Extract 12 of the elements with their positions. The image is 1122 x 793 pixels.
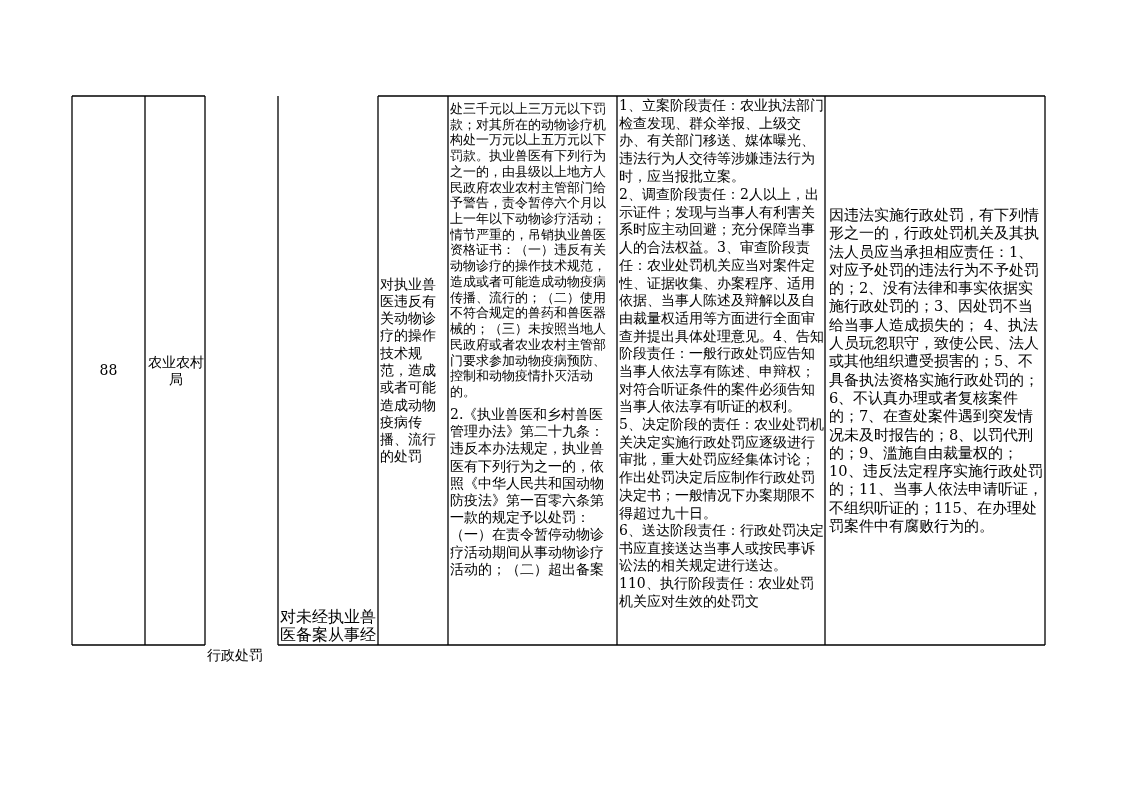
table-cell-text: 88 xyxy=(98,362,119,379)
table-cell-text: 处三千元以上三万元以下罚款；对其所在的动物诊疗机构处一万元以上五万元以下罚款。执业兽医有下列行为之一的，由县级以上地方人民政府农业农村主管部门给予警告，责令暂停六个月以上一年以下动物诊疗活动；情节严重的，吊销执业兽医资格证书：（一）违反有关动物诊疗的操作技术规范，造成或者可能造成动物疫病传播、流行的；（二）使用不符合规定的兽药和兽医器械的；（三）未按照当地人民政府或者农业农村主管部门要求参加动物疫病预防、控制和动物疫情扑灭活动的。 xyxy=(450,101,607,400)
table-cell-text: 6、送达阶段责任：行政处罚决定书应直接送达当事人或按民事诉讼法的相关规定进行送达。 110、执行阶段责任：农业处罚机关应对生效的处罚文 xyxy=(619,522,824,611)
table-cell-text: 农业农村局 xyxy=(146,353,205,388)
table-cell-text: 行政处罚 xyxy=(207,647,264,664)
table-cell-text: 2、调查阶段责任：2人以上，出示证件；发现与当事人有利害关系时应主动回避；充分保障当事人的合法权益。3、审查阶段责任：农业处罚机关应当对案件定性、证据收集、办案程序、适用依据、当事人陈述及辩解以及自由裁量权适用等方面进行全面审查并提出具体处理意见。4、告知阶段责任：一般行政处罚应告知当事人依法享有陈述、申辩权；对符合听证条件的案件必须告知当事人依法享有听证的权利。 xyxy=(619,186,824,416)
table-cell-text: 因违法实施行政处罚，有下列情形之一的，行政处罚机关及其执法人员应当承担相应责任：1、对应予处罚的违法行为不予处罚的；2、没有法律和事实依据实施行政处罚的；3、因处罚不当给当事人造成损失的； 4、执法人员玩忽职守，致使公民、法人或其他组织遭受损害的；5、不具备执法资格实施行政处罚的；6、不认真办理或者复核案件的；7、在查处案件遇到突发情况未及时报告的；8、以罚代刑的；9、滥施自由裁量权的；10、违反法定程序实施行政处罚的；11、当事人依法申请听证，不组织听证的；115、在办理处罚案件中有腐败行为的。 xyxy=(829,206,1043,535)
table-cell-text: 2.《执业兽医和乡村兽医管理办法》第二十九条：违反本办法规定，执业兽医有下列行为之一的，依照《中华人民共和国动物防疫法》第一百零六条第一款的规定予以处罚：（一）在责令暂停动物诊疗活动期间从事动物诊疗活动的；（二）超出备案 xyxy=(450,406,605,578)
table-cell-text: 对未经执业兽医备案从事经 xyxy=(280,608,377,644)
table-cell-text: 5、决定阶段的责任：农业处罚机关决定实施行政处罚应逐级进行审批，重大处罚应经集体讨论；作出处罚决定后应制作行政处罚决定书；一般情况下办案期限不得超过九十日。 xyxy=(619,416,824,522)
table-cell-text: 对执业兽医违反有关动物诊疗的操作技术规范，造成或者可能造成动物疫病传播、流行的处罚 xyxy=(380,275,437,466)
table-cell-text: 1、立案阶段责任：农业执法部门检查发现、群众举报、上级交办、有关部门移送、媒体曝光、违法行为人交待等涉嫌违法行为时，应当报批立案。 xyxy=(619,97,824,186)
